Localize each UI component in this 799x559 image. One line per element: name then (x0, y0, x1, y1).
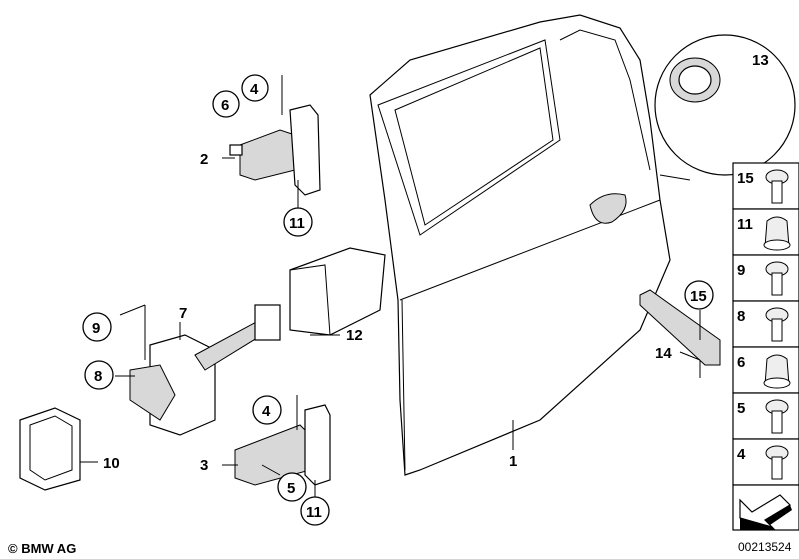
label-5: 5 (287, 480, 295, 497)
fastener-row-8: 8 (732, 300, 799, 348)
door-check (129, 304, 281, 436)
copyright: © BMW AG (8, 541, 76, 556)
hex-cap-nut-icon (763, 216, 791, 251)
label-4-bottom: 4 (262, 403, 271, 420)
fastener-row-15: 15 (732, 162, 799, 210)
label-2: 2 (200, 151, 208, 168)
pan-head-screw-icon (765, 261, 789, 296)
label-12: 12 (346, 327, 363, 344)
label-14: 14 (655, 345, 672, 362)
fastener-label: 6 (737, 354, 745, 371)
label-11-top: 11 (289, 215, 305, 232)
label-7: 7 (179, 305, 187, 322)
hex-bolt-icon (765, 399, 789, 434)
diagram-id: 00213524 (738, 540, 792, 554)
label-11-bottom: 11 (306, 504, 322, 521)
fastener-label: 15 (737, 170, 754, 187)
rear-door (369, 14, 671, 476)
collar-screw-icon (765, 169, 789, 204)
fastener-row-4: 4 (732, 438, 799, 486)
label-8: 8 (94, 368, 102, 385)
bracket (639, 289, 721, 366)
fastener-row-11: 11 (732, 208, 799, 256)
fastener-label: 4 (737, 446, 746, 463)
grommet-detail (654, 34, 796, 181)
rubber-boot (19, 407, 81, 491)
fastener-row-6: 6 (732, 346, 799, 394)
label-15: 15 (690, 288, 707, 305)
upper-hinge (229, 104, 321, 196)
fastener-label: 11 (737, 216, 753, 233)
label-13: 13 (752, 52, 769, 69)
label-10: 10 (103, 455, 120, 472)
fastener-row-9: 9 (732, 254, 799, 302)
fastener-row-5: 5 (732, 392, 799, 440)
flange-screw-icon (765, 445, 789, 480)
label-3: 3 (200, 457, 208, 474)
label-6: 6 (221, 97, 229, 114)
label-4-top: 4 (250, 81, 259, 98)
label-9: 9 (92, 320, 100, 337)
fastener-legend: 15 11 9 8 6 5 4 (732, 162, 799, 486)
fastener-label: 5 (737, 400, 745, 417)
fastener-label: 9 (737, 262, 745, 279)
torx-bolt-icon (765, 307, 789, 342)
lower-hinge (234, 404, 331, 486)
check-cover (289, 247, 386, 336)
label-1: 1 (509, 453, 517, 470)
cap-icon (763, 354, 791, 389)
arrow-box (732, 484, 799, 531)
fastener-label: 8 (737, 308, 745, 325)
